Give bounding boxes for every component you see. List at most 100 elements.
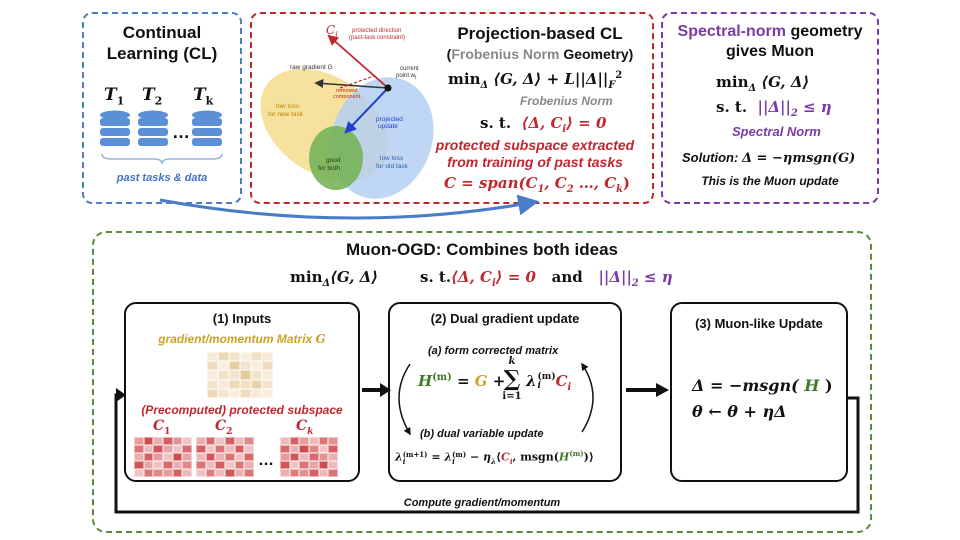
- heat-g-cell: [207, 361, 218, 371]
- muon-update-line2: θ ← θ + ηΔ: [692, 402, 787, 421]
- heat-g-cell: [207, 379, 218, 389]
- heat-ck-cell: [299, 453, 309, 461]
- diagram-current-point: current: [400, 66, 419, 72]
- feedback-label: Compute gradient/momentum: [403, 497, 561, 509]
- heat-c2-cell: [225, 445, 235, 453]
- heat-c1-cell: [143, 437, 154, 445]
- heat-ck-cell: [289, 445, 300, 453]
- proj-frob-label: Frobenius Norm: [520, 94, 613, 108]
- heat-g-cell: [207, 352, 218, 362]
- heat-c2-cell: [244, 461, 254, 469]
- heat-c2-cell: [215, 453, 225, 461]
- heat-ck-cell: [280, 453, 290, 461]
- heat-ck-cell: [318, 453, 329, 461]
- heat-g-cell: [240, 379, 251, 389]
- subspace-label-c2: C2: [215, 418, 233, 437]
- heat-c1-cell: [134, 453, 144, 461]
- heat-g-cell: [229, 379, 240, 389]
- arrow-inputs-to-dual: [362, 383, 391, 397]
- heat-g-cell: [262, 361, 273, 371]
- heat-ck-cell: [318, 469, 329, 477]
- heat-g-cell: [251, 361, 262, 371]
- dual-corrected-formula: H(m) = G +: [418, 372, 506, 390]
- spectral-solution: Solution: Δ = −ηmsgn(G): [682, 150, 856, 166]
- heat-c1-cell: [153, 445, 163, 453]
- heat-g-cell: [240, 361, 251, 371]
- diagram-low-loss-old: low loss: [380, 155, 404, 162]
- spectral-objective: minΔ ⟨G, Δ⟩: [716, 73, 810, 94]
- heat-ck-cell: [280, 445, 290, 453]
- heat-ck-cell: [299, 461, 309, 469]
- heat-c2-cell: [215, 461, 225, 469]
- spectral-norm-label: Spectral Norm: [732, 124, 821, 139]
- diagram-ci-label: Ci: [326, 23, 338, 39]
- heat-ck-cell: [318, 461, 329, 469]
- heat-c1-cell: [143, 445, 154, 453]
- heat-c1-cell: [143, 461, 154, 469]
- diagram-update: update: [378, 123, 398, 130]
- heat-g-cell: [207, 388, 218, 398]
- dual-update-box: [388, 302, 622, 482]
- heat-c1-cell: [134, 437, 144, 445]
- subspace-heatmap-ck: [280, 437, 338, 477]
- database-icon: [100, 110, 130, 146]
- heat-c2-cell: [234, 461, 245, 469]
- heat-ck-cell: [299, 469, 309, 477]
- heat-g-cell: [207, 370, 218, 380]
- diagram-component: component: [333, 94, 361, 100]
- heat-ck-cell: [299, 445, 309, 453]
- heat-c1-cell: [172, 445, 183, 453]
- heat-c1-cell: [182, 445, 192, 453]
- heat-c1-cell: [172, 469, 183, 477]
- diagram-current-point-2: point wt: [396, 73, 417, 81]
- subspace-heatmap-c2: [196, 437, 254, 477]
- diagram-low-loss-new: low loss: [276, 103, 300, 110]
- cl-to-projection-arrow: [159, 194, 540, 220]
- spectral-constraint: s. t. ||Δ||2 ≤ η: [716, 98, 832, 119]
- arrow-dual-to-muon: [626, 383, 669, 397]
- muon-objective: minΔ⟨G, Δ⟩: [290, 268, 379, 289]
- heat-ck-cell: [309, 469, 319, 477]
- heat-c2-cell: [234, 453, 245, 461]
- subspace-heatmap-c1: [134, 437, 192, 477]
- heat-ck-cell: [318, 445, 329, 453]
- cl-title: Continual Learning (CL): [106, 23, 218, 63]
- heat-ck-cell: [328, 453, 338, 461]
- heat-g-cell: [218, 361, 229, 371]
- subspace-ellipsis: …: [258, 452, 274, 469]
- heat-ck-cell: [309, 437, 319, 445]
- heat-c2-cell: [234, 469, 245, 477]
- heat-c2-cell: [225, 453, 235, 461]
- heat-c1-cell: [182, 461, 192, 469]
- heat-c1-cell: [153, 461, 163, 469]
- heat-c1-cell: [163, 461, 173, 469]
- heat-ck-cell: [309, 445, 319, 453]
- heat-g-cell: [218, 388, 229, 398]
- heat-ck-cell: [318, 437, 329, 445]
- heat-ck-cell: [289, 469, 300, 477]
- heat-g-cell: [229, 388, 240, 398]
- muon-update-line1: Δ = −msgn( H ): [692, 376, 833, 395]
- heat-g-cell: [240, 388, 251, 398]
- muon-ogd-panel: [92, 231, 872, 533]
- heat-g-cell: [229, 352, 240, 362]
- heat-c2-cell: [244, 469, 254, 477]
- heat-ck-cell: [328, 437, 338, 445]
- task-label-k: Tk: [193, 85, 214, 108]
- task-label-2: T2: [142, 85, 163, 108]
- diagram-raw-gradient: raw gradient G: [290, 64, 333, 71]
- heat-c1-cell: [182, 437, 192, 445]
- heat-c1-cell: [143, 469, 154, 477]
- loss-landscape-diagram: Ci protected direction (past-task constr…: [260, 23, 434, 199]
- heat-c2-cell: [205, 437, 216, 445]
- spectral-title: Spectral-norm geometry gives Muon: [677, 23, 863, 60]
- inputs-subspace-label: (Precomputed) protected subspace: [141, 403, 343, 417]
- heat-c1-cell: [172, 453, 183, 461]
- heat-c2-cell: [205, 453, 216, 461]
- heat-c2-cell: [196, 453, 206, 461]
- heat-c1-cell: [153, 453, 163, 461]
- muon-constraints: s. t.⟨Δ, Ci⟩ = 0 and ||Δ||2 ≤ η: [420, 268, 673, 289]
- heat-c2-cell: [234, 437, 245, 445]
- heat-c1-cell: [134, 461, 144, 469]
- heat-c1-cell: [182, 453, 192, 461]
